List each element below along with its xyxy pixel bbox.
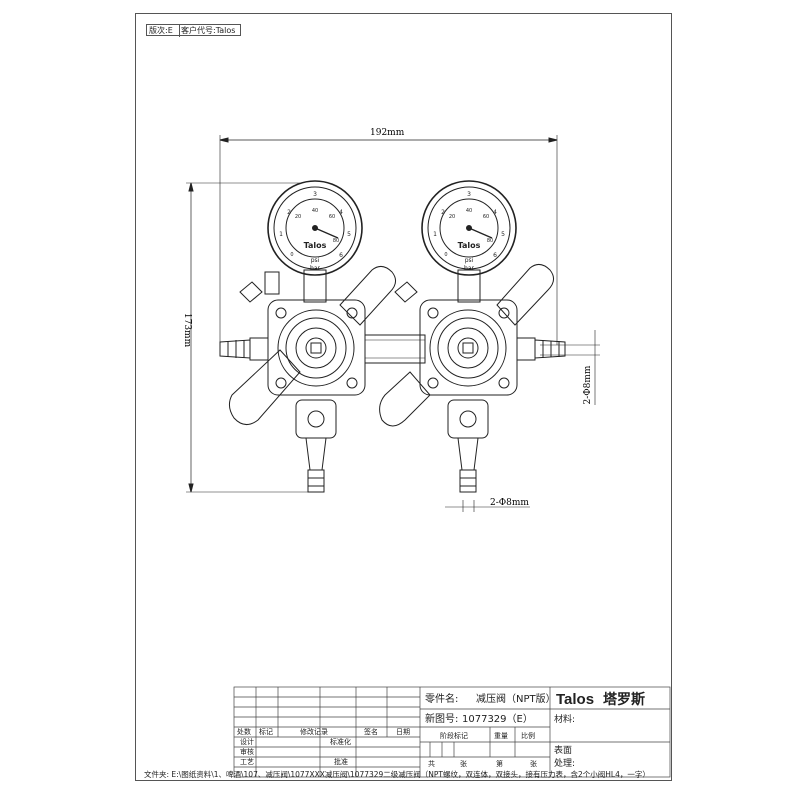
gauge-tick: 0 [444, 252, 447, 258]
title-block-grid [233, 686, 671, 778]
approval-review: 审核 [240, 747, 254, 756]
gauge-tick: 40 [466, 208, 472, 214]
stage-label: 阶段标记 [440, 731, 468, 740]
right-gauge [421, 180, 517, 276]
gauge-tick: 60 [329, 214, 335, 220]
company-name: 塔罗斯 [603, 691, 645, 708]
gauge-unit-bar: bar [310, 265, 320, 272]
sheet-label: 张 [460, 759, 467, 768]
gauge-tick: 6 [339, 252, 343, 259]
gauge-tick: 80 [487, 238, 493, 244]
gauge-unit-psi: psi [311, 257, 320, 264]
drawing-no-label: 新图号: [425, 712, 458, 725]
approval-standard: 标准化 [330, 737, 351, 746]
height-dimension: 173mm [182, 313, 192, 348]
gauge-tick: 80 [333, 238, 339, 244]
gauge-tick: 20 [449, 214, 455, 220]
sheet-label-2: 第 [496, 759, 503, 768]
surface-label: 表面 [554, 744, 572, 756]
rev-header: 签名 [364, 727, 378, 736]
gauge-tick: 6 [493, 252, 497, 259]
part-name-value: 减压阀（NPT版） [476, 692, 556, 705]
gauge-tick: 1 [433, 231, 437, 238]
right-port-dimension: 2-Φ8mm [583, 365, 593, 404]
bottom-port-dimension: 2-Φ8mm [490, 498, 529, 508]
gauge-tick: 60 [483, 214, 489, 220]
gauge-tick: 40 [312, 208, 318, 214]
gauge-tick: 5 [501, 231, 505, 238]
gauge-unit-bar: bar [464, 265, 474, 272]
gauge-tick: 3 [467, 191, 471, 198]
rev-header: 修改记录 [300, 727, 328, 736]
material-label: 材料: [554, 713, 575, 725]
treatment-label: 处理: [554, 757, 575, 769]
total-label: 共 [428, 759, 435, 768]
width-dimension: 192mm [370, 128, 405, 138]
part-name-label: 零件名: [425, 692, 458, 705]
gauge-tick: 1 [279, 231, 283, 238]
gauge-tick: 2 [287, 209, 291, 216]
gauge-tick: 20 [295, 214, 301, 220]
gauge-tick: 4 [339, 209, 343, 216]
rev-header: 日期 [396, 728, 410, 736]
rev-header: 处数 [237, 727, 251, 736]
gauge-brand: Talos [304, 241, 327, 250]
left-regulator [219, 266, 396, 493]
version-box: 版次:E 客户代号:Talos [146, 24, 241, 37]
rev-header: 标记 [259, 727, 273, 736]
drawing-no-value: 1077329（E） [462, 713, 533, 725]
sheet-label-3: 张 [530, 759, 537, 768]
approval-approve: 批准 [334, 757, 348, 766]
left-gauge [267, 180, 363, 276]
gauge-tick: 0 [290, 252, 293, 258]
weight-label: 重量 [494, 732, 508, 740]
company-logo: Talos [556, 691, 594, 708]
version-text: 版次:E [149, 26, 173, 35]
approval-process: 工艺 [240, 758, 254, 766]
scale-label: 比例 [521, 731, 535, 740]
gauge-tick: 3 [313, 191, 317, 198]
approval-design: 设计 [240, 737, 254, 746]
customer-code-text: 客户代号:Talos [181, 26, 236, 35]
gauge-tick: 5 [347, 231, 351, 238]
drawing-frame [135, 13, 672, 781]
file-path: 文件夹: E:\图纸资料\1、啤酒\107、减压阀\1077XXX减压阀\107… [144, 770, 650, 779]
right-regulator [379, 264, 566, 493]
gauge-brand: Talos [458, 241, 481, 250]
gauge-unit-psi: psi [465, 257, 474, 264]
gauge-tick: 4 [493, 209, 497, 216]
gauge-tick: 2 [441, 209, 445, 216]
